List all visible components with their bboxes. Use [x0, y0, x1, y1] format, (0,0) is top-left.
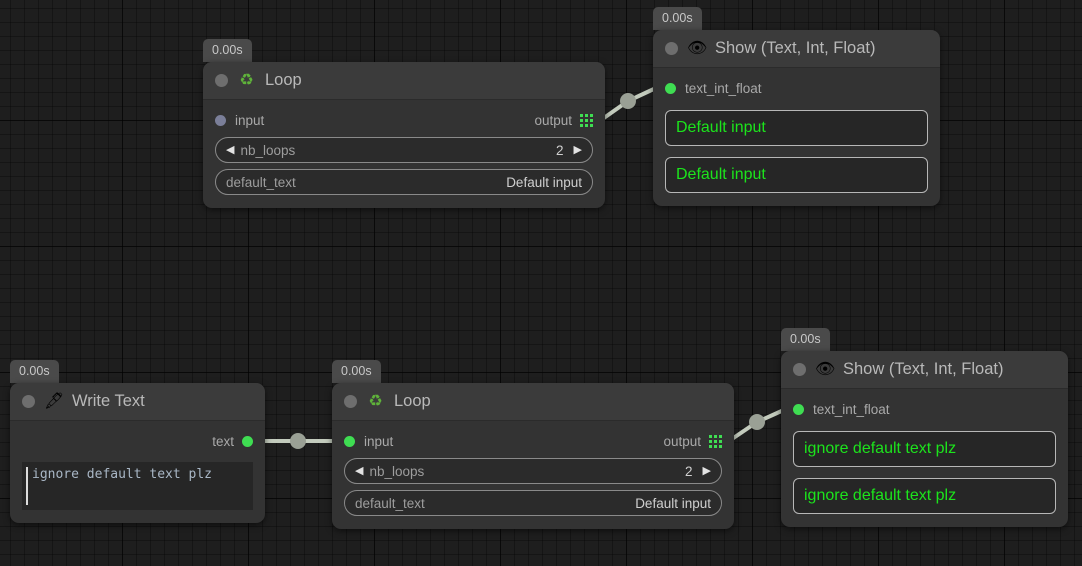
- input-socket-input[interactable]: [215, 114, 226, 126]
- increment-arrow-icon[interactable]: ▶: [573, 143, 582, 156]
- socket-row-loop-bottom: input output: [344, 430, 722, 452]
- node-title: Loop: [265, 71, 302, 89]
- param-default-text[interactable]: default_text Default input: [215, 169, 593, 195]
- display-box: Default input: [665, 110, 928, 146]
- output-socket-list-icon[interactable]: [580, 113, 593, 127]
- node-header-show-top[interactable]: 👁 Show (Text, Int, Float): [653, 30, 940, 68]
- recycle-icon: ♻: [368, 392, 383, 410]
- socket-row-show-bottom: text_int_float: [793, 398, 1056, 420]
- node-write-text[interactable]: 🖋 Write Text text ignore default text pl…: [10, 383, 265, 523]
- param-value[interactable]: 2: [556, 142, 564, 158]
- node-status-dot[interactable]: [793, 363, 806, 376]
- wire-reroute-dot[interactable]: [620, 93, 636, 109]
- node-show-bottom[interactable]: 👁 Show (Text, Int, Float) text_int_float…: [781, 351, 1068, 527]
- node-timer-loop-top: 0.00s: [203, 39, 252, 62]
- node-body-loop-top: input output ◀ nb_loops 2 ▶ default_text…: [203, 100, 605, 208]
- node-title: Loop: [394, 392, 431, 410]
- node-timer-show-top: 0.00s: [653, 7, 702, 30]
- output-socket-group: text: [203, 434, 253, 449]
- node-timer-show-bottom: 0.00s: [781, 328, 830, 351]
- node-title: Show (Text, Int, Float): [843, 360, 1004, 378]
- recycle-icon: ♻: [239, 71, 254, 89]
- text-caret: [26, 467, 28, 505]
- display-box: Default input: [665, 157, 928, 193]
- input-socket-label: text_int_float: [685, 80, 762, 96]
- display-box: ignore default text plz: [793, 431, 1056, 467]
- node-status-dot[interactable]: [22, 395, 35, 408]
- output-socket-group: output: [654, 434, 722, 449]
- node-status-dot[interactable]: [215, 74, 228, 87]
- param-name: nb_loops: [369, 463, 425, 479]
- param-nb-loops[interactable]: ◀ nb_loops 2 ▶: [344, 458, 722, 484]
- node-timer-write-text: 0.00s: [10, 360, 59, 383]
- input-socket-text-int-float[interactable]: [665, 82, 676, 94]
- node-body-show-top: text_int_float Default input Default inp…: [653, 68, 940, 206]
- input-socket-text-int-float[interactable]: [793, 403, 804, 415]
- node-header-loop-bottom[interactable]: ♻ Loop: [332, 383, 734, 421]
- node-title: Show (Text, Int, Float): [715, 39, 876, 57]
- socket-row-write-text: text: [22, 430, 253, 452]
- param-name: nb_loops: [240, 142, 296, 158]
- decrement-arrow-icon[interactable]: ◀: [355, 464, 364, 477]
- display-value: Default input: [676, 119, 766, 136]
- wire-reroute-dot[interactable]: [290, 433, 306, 449]
- input-socket-label: input: [235, 112, 265, 128]
- node-body-show-bottom: text_int_float ignore default text plz i…: [781, 389, 1068, 527]
- param-value[interactable]: Default input: [635, 495, 711, 511]
- output-socket-label: text: [212, 433, 234, 449]
- param-default-text[interactable]: default_text Default input: [344, 490, 722, 516]
- increment-arrow-icon[interactable]: ▶: [702, 464, 711, 477]
- eye-icon: 👁: [815, 360, 836, 378]
- node-title: Write Text: [72, 392, 145, 410]
- socket-row-show-top: text_int_float: [665, 77, 928, 99]
- output-socket-group: output: [525, 113, 593, 128]
- input-socket-label: text_int_float: [813, 401, 890, 417]
- output-socket-text[interactable]: [242, 435, 253, 447]
- node-loop-top[interactable]: ♻ Loop input output ◀ nb_loops 2 ▶ defau…: [203, 62, 605, 208]
- display-value: ignore default text plz: [804, 487, 957, 504]
- text-editor[interactable]: ignore default text plz: [22, 462, 253, 510]
- node-loop-bottom[interactable]: ♻ Loop input output ◀ nb_loops 2 ▶ defau…: [332, 383, 734, 529]
- output-socket-label: output: [534, 112, 572, 128]
- node-header-loop-top[interactable]: ♻ Loop: [203, 62, 605, 100]
- param-name: default_text: [355, 495, 425, 511]
- display-box: ignore default text plz: [793, 478, 1056, 514]
- node-timer-loop-bottom: 0.00s: [332, 360, 381, 383]
- node-body-loop-bottom: input output ◀ nb_loops 2 ▶ default_text…: [332, 421, 734, 529]
- text-editor-value[interactable]: ignore default text plz: [32, 467, 213, 482]
- output-socket-label: output: [663, 433, 701, 449]
- input-socket-input[interactable]: [344, 435, 355, 447]
- input-socket-label: input: [364, 433, 394, 449]
- param-nb-loops[interactable]: ◀ nb_loops 2 ▶: [215, 137, 593, 163]
- pen-icon: 🖋: [44, 392, 65, 410]
- param-value[interactable]: 2: [685, 463, 693, 479]
- param-value[interactable]: Default input: [506, 174, 582, 190]
- socket-row-loop-top: input output: [215, 109, 593, 131]
- wire-loop-top-to-show-top: [599, 86, 658, 122]
- node-status-dot[interactable]: [344, 395, 357, 408]
- wire-reroute-dot[interactable]: [749, 414, 765, 430]
- node-status-dot[interactable]: [665, 42, 678, 55]
- param-name: default_text: [226, 174, 296, 190]
- eye-icon: 👁: [687, 39, 708, 57]
- node-body-write-text: text ignore default text plz: [10, 421, 265, 523]
- node-header-show-bottom[interactable]: 👁 Show (Text, Int, Float): [781, 351, 1068, 389]
- wire-loop-bottom-to-show-bottom: [727, 407, 788, 443]
- display-value: ignore default text plz: [804, 440, 957, 457]
- node-show-top[interactable]: 👁 Show (Text, Int, Float) text_int_float…: [653, 30, 940, 206]
- node-header-write-text[interactable]: 🖋 Write Text: [10, 383, 265, 421]
- decrement-arrow-icon[interactable]: ◀: [226, 143, 235, 156]
- output-socket-list-icon[interactable]: [709, 434, 722, 448]
- display-value: Default input: [676, 166, 766, 183]
